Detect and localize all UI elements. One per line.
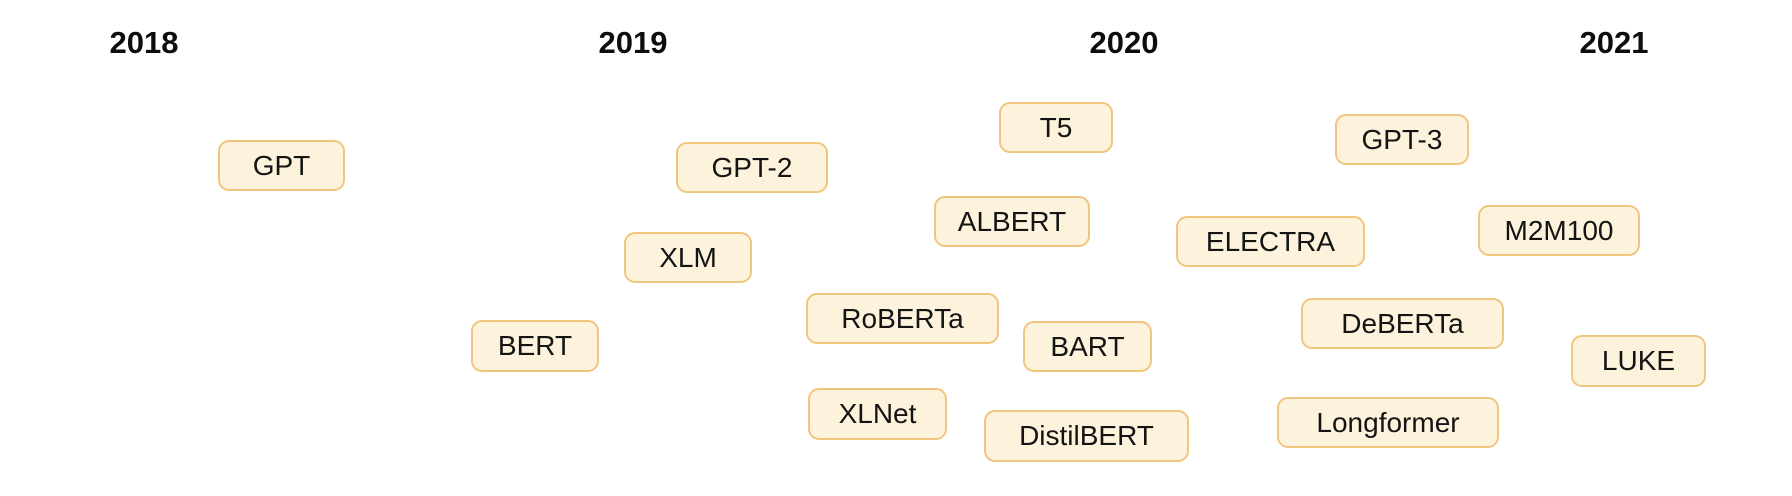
model-badge-gpt-3: GPT-3	[1335, 114, 1469, 165]
model-badge-xlm: XLM	[624, 232, 752, 283]
model-badge-gpt-2: GPT-2	[676, 142, 828, 193]
model-badge-deberta: DeBERTa	[1301, 298, 1504, 349]
model-badge-bart: BART	[1023, 321, 1152, 372]
year-label-2018: 2018	[109, 25, 179, 60]
model-badge-albert: ALBERT	[934, 196, 1090, 247]
model-badge-bert: BERT	[471, 320, 599, 372]
year-label-2019: 2019	[598, 25, 668, 60]
model-badge-roberta: RoBERTa	[806, 293, 999, 344]
model-badge-distilbert: DistilBERT	[984, 410, 1189, 462]
model-badge-xlnet: XLNet	[808, 388, 947, 440]
model-badge-electra: ELECTRA	[1176, 216, 1365, 267]
year-label-2021: 2021	[1579, 25, 1649, 60]
model-badge-longformer: Longformer	[1277, 397, 1499, 448]
year-label-2020: 2020	[1089, 25, 1159, 60]
model-badge-luke: LUKE	[1571, 335, 1706, 387]
model-badge-m2m100: M2M100	[1478, 205, 1640, 256]
model-badge-t5: T5	[999, 102, 1113, 153]
model-badge-gpt: GPT	[218, 140, 345, 191]
